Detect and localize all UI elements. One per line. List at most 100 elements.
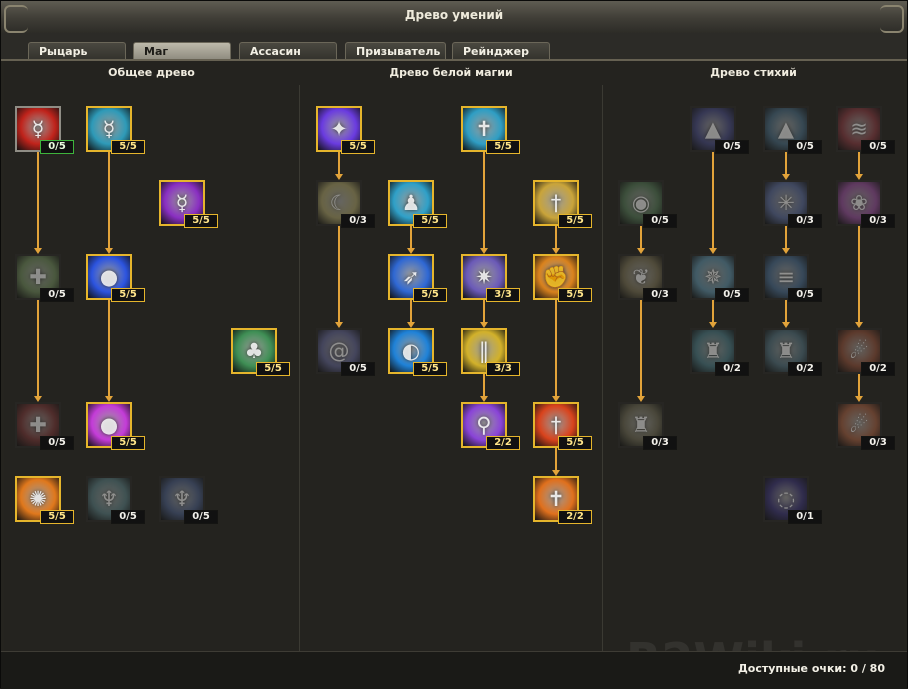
- skill-slot-e8[interactable]: ✵0/5: [690, 254, 749, 302]
- title-bar: Древо умений: [1, 1, 907, 34]
- ice-golem-icon: ♜: [690, 328, 736, 374]
- blue-orb-icon-glyph: ●: [99, 265, 119, 289]
- skill-level-counter: 0/1: [788, 510, 822, 524]
- skill-slot-w13[interactable]: †5/5: [533, 402, 592, 450]
- skill-slot-w9[interactable]: @0/5: [316, 328, 375, 376]
- skill-level-counter: 5/5: [558, 288, 592, 302]
- meteor-icon-glyph: ☄: [849, 413, 869, 437]
- skill-level-counter: 5/5: [341, 140, 375, 154]
- skill-slot-e7[interactable]: ❦0/3: [618, 254, 677, 302]
- skill-slot-w1[interactable]: ✦5/5: [316, 106, 375, 154]
- skill-slot-w5[interactable]: †5/5: [533, 180, 592, 228]
- skill-slot-g4[interactable]: ✚0/5: [15, 254, 74, 302]
- skill-slot-g3[interactable]: ☿5/5: [159, 180, 218, 228]
- ice-wolf-icon-glyph: ▲: [777, 117, 795, 141]
- tab-assassin[interactable]: Ассасин: [239, 42, 337, 60]
- skill-slot-e12[interactable]: ☄0/2: [836, 328, 895, 376]
- skill-level-counter: 0/3: [788, 214, 822, 228]
- skill-slot-w14[interactable]: ✝2/2: [533, 476, 592, 524]
- skill-slot-e13[interactable]: ♜0/3: [618, 402, 677, 450]
- tree-connector-line: [410, 300, 412, 323]
- skill-slot-e10[interactable]: ♜0/2: [690, 328, 749, 376]
- skill-slot-e15[interactable]: ◌0/1: [763, 476, 822, 524]
- skill-slot-g10[interactable]: ♆0/5: [86, 476, 145, 524]
- tree-connector-line: [785, 226, 787, 249]
- skill-slot-e1[interactable]: ▲0/5: [690, 106, 749, 154]
- skill-slot-e2[interactable]: ▲0/5: [763, 106, 822, 154]
- skill-level-counter: 0/3: [341, 214, 375, 228]
- skill-level-counter: 0/5: [643, 214, 677, 228]
- skill-slot-g1[interactable]: ☿0/5: [15, 106, 74, 154]
- tree-connector-arrow: [552, 396, 560, 402]
- skill-slot-w3[interactable]: ☾0/3: [316, 180, 375, 228]
- skill-level-counter: 5/5: [413, 214, 447, 228]
- skill-level-counter: 2/2: [558, 510, 592, 524]
- skill-slot-w6[interactable]: ➶5/5: [388, 254, 447, 302]
- skill-level-counter: 3/3: [486, 288, 520, 302]
- skill-slot-w4[interactable]: ♟5/5: [388, 180, 447, 228]
- tab-underline: [1, 59, 907, 61]
- purple-body-icon: ☿: [159, 180, 205, 226]
- skill-level-counter: 2/2: [486, 436, 520, 450]
- tree-connector-line: [338, 226, 340, 323]
- skill-slot-e14[interactable]: ☄0/3: [836, 402, 895, 450]
- tree-connector-line: [712, 300, 714, 323]
- tab-ranger[interactable]: Рейнджер: [452, 42, 550, 60]
- tab-mage[interactable]: Маг: [133, 42, 231, 60]
- skill-slot-g9[interactable]: ✺5/5: [15, 476, 74, 524]
- skill-slot-e4[interactable]: ◉0/5: [618, 180, 677, 228]
- skill-slot-e9[interactable]: ≡0/5: [763, 254, 822, 302]
- tree-connector-arrow: [105, 396, 113, 402]
- skill-slot-g7[interactable]: ✚0/5: [15, 402, 74, 450]
- skill-level-counter: 0/5: [788, 288, 822, 302]
- tab-knight[interactable]: Рыцарь: [28, 42, 126, 60]
- skill-slot-g8[interactable]: ●5/5: [86, 402, 145, 450]
- stone-giant-icon-glyph: ♜: [631, 413, 651, 437]
- skill-slot-w10[interactable]: ◐5/5: [388, 328, 447, 376]
- tree-connector-line: [483, 374, 485, 397]
- tree-connector-line: [555, 300, 557, 397]
- skill-slot-g11[interactable]: ♆0/5: [159, 476, 218, 524]
- blue-tree-icon-glyph: ♆: [172, 487, 192, 511]
- skill-slot-g2[interactable]: ☿5/5: [86, 106, 145, 154]
- skill-trees-panel: Общее древо Древо белой магии Древо стих…: [4, 61, 904, 687]
- tab-summoner[interactable]: Призыватель: [345, 42, 446, 60]
- tree-connector-arrow: [637, 248, 645, 254]
- skill-level-counter: 5/5: [184, 214, 218, 228]
- skill-slot-e6[interactable]: ❀0/3: [836, 180, 895, 228]
- tree-connector-line: [712, 152, 714, 249]
- skill-level-counter: 5/5: [111, 288, 145, 302]
- skill-level-counter: 5/5: [111, 140, 145, 154]
- skill-level-counter: 3/3: [486, 362, 520, 376]
- skill-level-counter: 0/5: [861, 140, 895, 154]
- tree-connector-line: [483, 300, 485, 323]
- skill-slot-w7[interactable]: ✷3/3: [461, 254, 520, 302]
- tree-connector-line: [108, 152, 110, 249]
- skill-slot-w2[interactable]: ✝5/5: [461, 106, 520, 154]
- tree-connector-arrow: [34, 396, 42, 402]
- tree-connector-arrow: [782, 174, 790, 180]
- tree-connector-arrow: [709, 322, 717, 328]
- skill-slot-e3[interactable]: ≋0/5: [836, 106, 895, 154]
- skill-slot-e11[interactable]: ♜0/2: [763, 328, 822, 376]
- ice-burst-icon-glyph: ✵: [704, 265, 722, 289]
- tree-connector-line: [555, 448, 557, 471]
- void-ring-icon: ◌: [763, 476, 809, 522]
- skill-slot-w12[interactable]: ⚲2/2: [461, 402, 520, 450]
- star-seal-icon: ✷: [461, 254, 507, 300]
- skill-slot-w11[interactable]: ‖3/3: [461, 328, 520, 376]
- wing-feather-icon-glyph: ➶: [402, 265, 420, 289]
- skill-slot-g5[interactable]: ●5/5: [86, 254, 145, 302]
- red-body-icon-glyph: ☿: [31, 117, 45, 141]
- skill-level-counter: 0/5: [715, 140, 749, 154]
- skill-slot-e5[interactable]: ✳0/3: [763, 180, 822, 228]
- pink-flower-icon-glyph: ❀: [850, 191, 868, 215]
- skill-level-counter: 5/5: [486, 140, 520, 154]
- skill-slot-g6[interactable]: ♣5/5: [231, 328, 290, 376]
- skill-level-counter: 0/2: [715, 362, 749, 376]
- tree-connector-line: [37, 300, 39, 397]
- red-body-icon: ☿: [15, 106, 61, 152]
- tree-connector-line: [640, 226, 642, 249]
- skill-slot-w8[interactable]: ✊5/5: [533, 254, 592, 302]
